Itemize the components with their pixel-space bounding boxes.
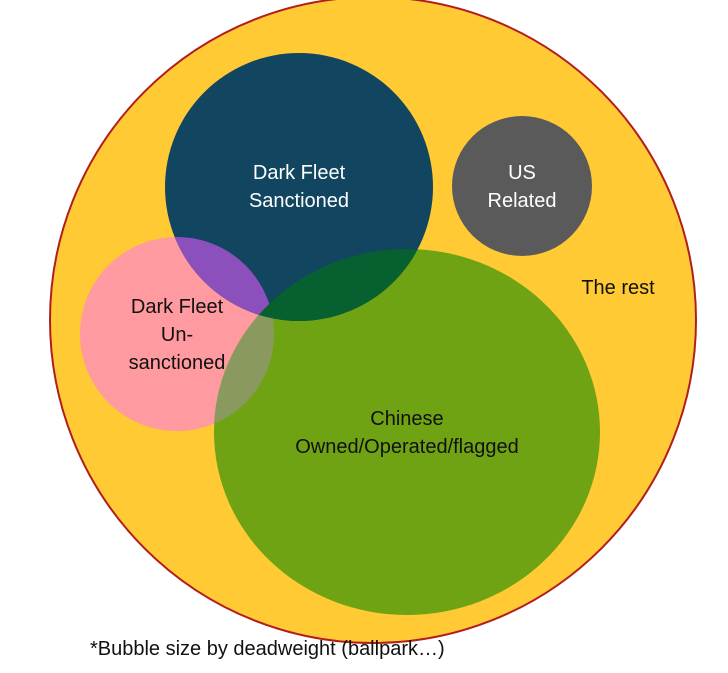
- dark-fleet-unsanctioned-label: Dark Fleet Un- sanctioned: [128, 296, 226, 374]
- us-related-label: US Related: [487, 162, 557, 212]
- chinese-owned-bubble: [214, 249, 600, 615]
- sanctioned-unsanctioned-overlap: [165, 237, 274, 321]
- us-related-bubble: [452, 116, 592, 256]
- the-rest-label: The rest: [581, 277, 655, 299]
- dark-fleet-sanctioned-label: Dark Fleet Sanctioned: [248, 162, 350, 212]
- chinese-owned-label: Chinese Owned/Operated/flagged: [295, 408, 519, 458]
- footnote: *Bubble size by deadweight (ballpark…): [90, 638, 445, 660]
